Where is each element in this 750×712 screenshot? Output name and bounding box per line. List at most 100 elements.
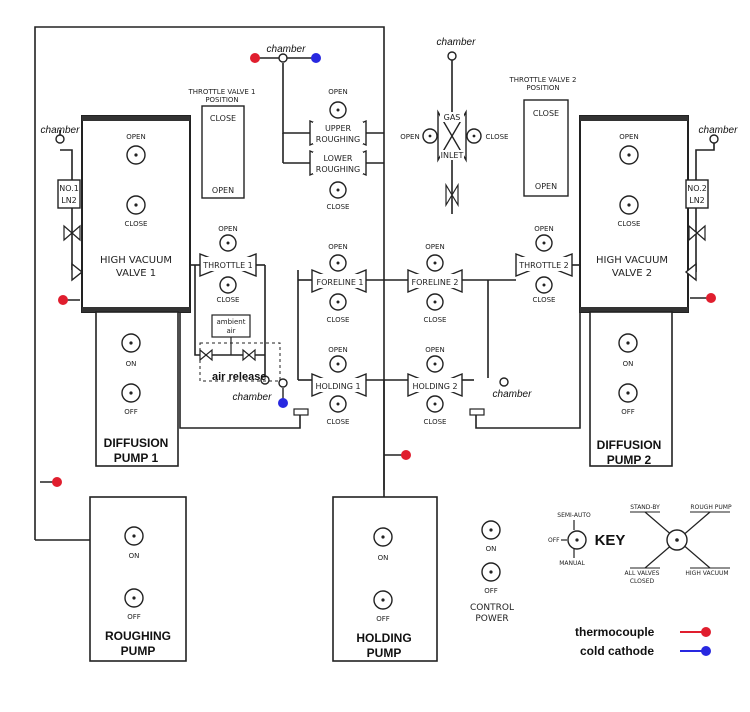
open-label: OPEN	[534, 225, 553, 233]
chamber-label: chamber	[437, 37, 477, 48]
open-label: OPEN	[328, 88, 347, 96]
control-power-label: POWER	[475, 614, 508, 624]
thermocouple-gauge	[52, 477, 62, 487]
holding-1-valve: OPEN HOLDING 1 CLOSE	[311, 346, 367, 426]
air-release-valve[interactable]	[242, 348, 256, 362]
close-label: CLOSE	[533, 296, 556, 304]
legend-cold-cathode-label: cold cathode	[580, 644, 654, 658]
thermocouple-gauge	[401, 450, 411, 460]
holding-pump: ON OFF HOLDING PUMP	[332, 496, 438, 662]
foreline-2-label: FORELINE 2	[412, 278, 459, 287]
tv2pos-title: POSITION	[526, 84, 559, 92]
on-label: ON	[126, 360, 137, 368]
tv1pos-title: POSITION	[205, 96, 238, 104]
diffusion-pump-2-label: DIFFUSION	[597, 438, 662, 452]
control-power: ON OFF CONTROL POWER	[470, 520, 514, 624]
tv1pos-title: THROTTLE VALVE 1	[187, 88, 255, 96]
diffusion-pump-1-label: PUMP 1	[114, 451, 159, 465]
hv2-label: HIGH VACUUM	[596, 255, 668, 266]
tv2pos-open: OPEN	[535, 182, 557, 191]
off-label: OFF	[124, 408, 138, 416]
off-label: OFF	[376, 615, 390, 623]
ambient-air-label: air	[226, 327, 235, 335]
key-all-valves: ALL VALVES	[625, 570, 660, 577]
thermocouple-gauge	[250, 53, 260, 63]
tv2pos-close: CLOSE	[533, 109, 559, 118]
air-release-label: air release	[212, 371, 266, 383]
on-label: ON	[129, 552, 140, 560]
holding-1-label: HOLDING 1	[315, 382, 360, 391]
diffusion-pump-2-label: PUMP 2	[607, 453, 652, 467]
off-label: OFF	[484, 587, 498, 595]
close-label: CLOSE	[327, 418, 350, 426]
close-label: CLOSE	[486, 133, 509, 141]
control-power-label: CONTROL	[470, 603, 514, 613]
hv1-label: HIGH VACUUM	[100, 255, 172, 266]
key-high-vacuum: HIGH VACUUM	[685, 570, 728, 577]
chamber-label: chamber	[233, 392, 273, 403]
gauge-legend: thermocouple cold cathode	[575, 625, 711, 658]
ln2-trap	[685, 179, 709, 209]
throttle-valve-2-position: THROTTLE VALVE 2 POSITION CLOSE OPEN	[508, 76, 577, 197]
roughing-pump-label: ROUGHING	[105, 629, 171, 643]
chamber-label: chamber	[267, 44, 307, 55]
throttle-valve-1-position: THROTTLE VALVE 1 POSITION CLOSE OPEN	[187, 88, 256, 199]
close-label: CLOSE	[327, 316, 350, 324]
high-vacuum-valve-1: HIGH VACUUM VALVE 1 OPEN CLOSE NO.1 LN2	[57, 115, 191, 313]
key-all-valves: CLOSED	[630, 578, 655, 585]
open-label: OPEN	[619, 133, 638, 141]
diffusion-pump-1-label: DIFFUSION	[104, 436, 169, 450]
close-label: CLOSE	[618, 220, 641, 228]
cold-cathode-gauge	[278, 398, 288, 408]
roughing-pump: ON OFF ROUGHING PUMP	[89, 496, 187, 662]
open-label: OPEN	[425, 243, 444, 251]
diffusion-pump-2: ON OFF DIFFUSION PUMP 2	[589, 311, 673, 467]
diffusion-pump-1: ON OFF DIFFUSION PUMP 1	[95, 311, 179, 467]
holding-pump-label: HOLDING	[356, 631, 411, 645]
on-label: ON	[378, 554, 389, 562]
foreline-1-valve: OPEN FORELINE 1 CLOSE	[311, 243, 367, 324]
foreline-2-valve: OPEN FORELINE 2 CLOSE	[407, 243, 463, 324]
chamber-label: chamber	[699, 125, 739, 136]
gas-inlet-label: GAS	[444, 113, 461, 122]
open-label: OPEN	[328, 346, 347, 354]
air-release-valve[interactable]	[199, 348, 213, 362]
close-label: CLOSE	[327, 203, 350, 211]
ln2-trap	[57, 179, 81, 209]
throttle-2-valve: OPEN THROTTLE 2 CLOSE	[515, 225, 573, 304]
gauges	[40, 51, 719, 487]
thermocouple-gauge	[58, 295, 68, 305]
close-label: CLOSE	[217, 296, 240, 304]
close-label: CLOSE	[424, 316, 447, 324]
close-label: CLOSE	[424, 418, 447, 426]
hv1-label: VALVE 1	[116, 268, 156, 279]
key-manual: MANUAL	[559, 560, 585, 567]
lower-roughing-valve: LOWER ROUGHING CLOSE	[309, 149, 367, 211]
key-off: OFF	[548, 537, 560, 544]
ln2-label: LN2	[61, 196, 77, 205]
tv1pos-open: OPEN	[212, 186, 234, 195]
cold-cathode-icon	[701, 646, 711, 656]
open-label: OPEN	[218, 225, 237, 233]
tv1pos-close: CLOSE	[210, 114, 236, 123]
key-rough-pump: ROUGH PUMP	[690, 504, 732, 511]
cold-cathode-gauge	[311, 53, 321, 63]
foreline-1-label: FORELINE 1	[317, 278, 364, 287]
off-label: OFF	[127, 613, 141, 621]
high-vacuum-valve-2: HIGH VACUUM VALVE 2 OPEN CLOSE NO.2 LN2	[579, 115, 709, 313]
holding-2-label: HOLDING 2	[412, 382, 457, 391]
chamber-label: chamber	[41, 125, 81, 136]
ambient-air-label: ambient	[217, 318, 246, 326]
ln2-label: NO.1	[59, 184, 79, 193]
key-legend: SEMI-AUTO OFF MANUAL KEY STAND-BY ROUGH …	[548, 504, 732, 585]
chamber-label: chamber	[493, 389, 533, 400]
chamber-labels: chamber chamber chamber chamber chamber …	[41, 37, 739, 403]
on-label: ON	[486, 545, 497, 553]
thermocouple-gauge	[706, 293, 716, 303]
holding-2-valve: OPEN HOLDING 2 CLOSE	[407, 346, 463, 426]
close-label: CLOSE	[125, 220, 148, 228]
hv2-label: VALVE 2	[612, 268, 652, 279]
key-semi-auto: SEMI-AUTO	[557, 512, 591, 519]
